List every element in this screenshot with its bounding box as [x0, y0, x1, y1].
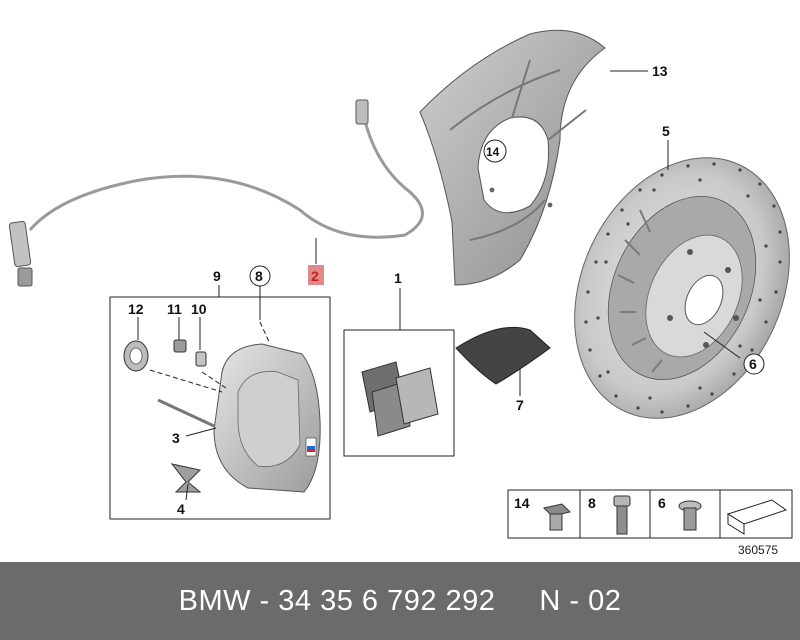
- brake-wear-sensor: [8, 99, 424, 287]
- legend-label-8: 8: [588, 495, 596, 511]
- callout-13: 13: [652, 63, 668, 79]
- hardware-icons: [543, 495, 788, 535]
- callout-14-ring: [483, 139, 507, 163]
- callout-2-highlight: [308, 265, 324, 285]
- callout-1: 1: [394, 270, 402, 286]
- callout-10: 10: [191, 301, 207, 317]
- brake-pads: [361, 361, 439, 437]
- brake-dust-shield: [419, 29, 606, 286]
- callout-6-ring: [743, 353, 765, 375]
- callout-5: 5: [662, 123, 670, 139]
- brake-pad-group-frame: [343, 329, 455, 457]
- callout-12: 12: [128, 301, 144, 317]
- callout-4: 4: [177, 501, 185, 517]
- leader-lines: [137, 70, 741, 501]
- brake-disc: [574, 157, 790, 419]
- parts-diagram: 13 5 6 14 7 1 2 9 8 12 11 10 3 4 14 8 6 …: [8, 29, 793, 557]
- anti-squeal-sheet: [455, 326, 551, 385]
- callout-2: 2: [311, 268, 319, 284]
- position-code: N - 02: [539, 584, 622, 617]
- callout-11: 11: [167, 301, 182, 317]
- part-number-footer: BMW - 34 35 6 792 292 N - 02: [0, 562, 800, 640]
- callout-8-ring: [249, 265, 271, 287]
- callout-7: 7: [516, 397, 524, 413]
- part-number: BMW - 34 35 6 792 292: [178, 584, 496, 617]
- caliper-group-frame: [109, 296, 331, 520]
- callout-8: 8: [255, 268, 263, 284]
- brake-caliper: [213, 343, 321, 493]
- legend-label-14: 14: [514, 495, 530, 511]
- callout-6: 6: [749, 356, 757, 372]
- drawing-number: 360575: [738, 543, 778, 557]
- callout-14: 14: [486, 145, 500, 159]
- callout-3: 3: [172, 430, 180, 446]
- callout-labels: 13 5 6 14 7 1 2 9 8 12 11 10 3 4 14 8 6 …: [128, 63, 778, 557]
- legend-label-6: 6: [658, 495, 666, 511]
- caliper-small-parts: [123, 339, 215, 493]
- callout-9: 9: [213, 268, 221, 284]
